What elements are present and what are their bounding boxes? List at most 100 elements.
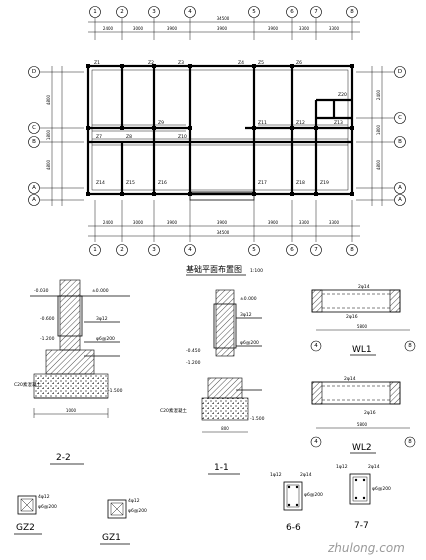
- svg-text:4: 4: [314, 439, 318, 445]
- axis-label: 6: [290, 9, 294, 15]
- axis-label: 7: [314, 9, 318, 15]
- svg-text:5800: 5800: [357, 422, 368, 427]
- foundation-walls: [86, 64, 354, 201]
- svg-text:2φ14: 2φ14: [358, 284, 370, 290]
- column-label: GZ1: [102, 533, 121, 543]
- column-gz2: 4φ12 φ6@200 GZ2: [14, 494, 57, 535]
- bay-dimension: 2400: [103, 26, 114, 31]
- section-label: 6-6: [286, 523, 301, 533]
- svg-text:Z9: Z9: [158, 120, 164, 126]
- svg-text:4: 4: [188, 247, 192, 253]
- svg-text:-1.200: -1.200: [40, 336, 55, 342]
- beam-wl2: 5800 2φ14 2φ16 4 8 WL2: [310, 376, 416, 454]
- svg-text:3φ12: 3φ12: [96, 316, 108, 322]
- svg-text:-1.200: -1.200: [186, 360, 201, 366]
- svg-text:8: 8: [408, 439, 412, 445]
- svg-text:3300: 3300: [299, 220, 310, 225]
- plan-scale: 1:100: [250, 268, 263, 274]
- left-dimension: 4800: [46, 159, 51, 170]
- watermark: zhulong.com: [327, 541, 405, 555]
- axis-label: 1: [93, 9, 97, 15]
- width-dimension: 1000: [66, 408, 77, 413]
- svg-text:Z3: Z3: [178, 60, 184, 66]
- svg-text:34500: 34500: [217, 230, 230, 235]
- svg-text:-1.500: -1.500: [250, 416, 265, 422]
- section-label: 2-2: [56, 453, 71, 463]
- svg-text:3φ12: 3φ12: [240, 312, 252, 318]
- right-axis-bubbles: D C B A A 2400 1800 4800: [356, 66, 406, 206]
- section-2-2: 1000 -0.030 ±0.000 -0.600 -1.200 3φ12 φ6…: [14, 279, 130, 465]
- axis-label: 3: [152, 9, 156, 15]
- section-7-7: 1φ12 2φ14 φ6@200 7-7: [336, 464, 391, 531]
- svg-text:2φ14: 2φ14: [344, 376, 356, 382]
- column-gz1: 4φ12 φ6@200 GZ1: [100, 498, 147, 545]
- svg-text:8: 8: [408, 343, 412, 349]
- svg-text:3900: 3900: [268, 220, 279, 225]
- section-label: 1-1: [214, 463, 229, 473]
- svg-text:Z8: Z8: [126, 134, 132, 140]
- svg-text:Z17: Z17: [258, 180, 267, 186]
- svg-text:5800: 5800: [357, 324, 368, 329]
- svg-text:C20素混凝土: C20素混凝土: [14, 381, 41, 388]
- svg-text:φ6@200: φ6@200: [38, 504, 57, 510]
- svg-text:Z11: Z11: [258, 120, 267, 126]
- axis-label: 2: [120, 9, 124, 15]
- svg-text:Z20: Z20: [338, 92, 347, 98]
- axis-label: A: [398, 185, 402, 191]
- svg-text:Z6: Z6: [296, 60, 302, 66]
- top-dimensions: 34500 2400 3000 3900 3900 3900 3300 3300: [88, 16, 360, 40]
- svg-text:-0.600: -0.600: [40, 316, 55, 322]
- bay-dimension: 3900: [167, 26, 178, 31]
- svg-text:φ6@200: φ6@200: [96, 336, 115, 342]
- axis-label: D: [398, 69, 402, 75]
- svg-text:2: 2: [120, 247, 124, 253]
- svg-text:-1.500: -1.500: [108, 388, 123, 394]
- axis-label: A: [32, 185, 36, 191]
- axis-label: A: [32, 197, 36, 203]
- svg-text:±0.000: ±0.000: [92, 288, 109, 294]
- foundation-plan: 1 2 3 4 5 6 7 8 34500 2400 3000 3900 390…: [28, 6, 406, 276]
- svg-text:φ6@200: φ6@200: [240, 340, 259, 346]
- svg-text:Z1: Z1: [94, 60, 100, 66]
- svg-text:±0.000: ±0.000: [240, 296, 257, 302]
- svg-text:8: 8: [350, 247, 354, 253]
- left-dimension: 4800: [46, 94, 51, 105]
- right-dimension: 4800: [376, 159, 381, 170]
- svg-text:Z7: Z7: [96, 134, 102, 140]
- svg-text:1φ12: 1φ12: [336, 464, 348, 470]
- svg-text:2φ16: 2φ16: [364, 410, 376, 416]
- svg-text:Z4: Z4: [238, 60, 244, 66]
- bay-dimension: 3000: [133, 26, 144, 31]
- bay-dimension: 3900: [217, 26, 228, 31]
- svg-text:Z15: Z15: [126, 180, 135, 186]
- svg-text:7: 7: [314, 247, 318, 253]
- svg-text:4φ12: 4φ12: [128, 498, 140, 504]
- section-6-6: 1φ12 2φ14 φ6@200 6-6: [270, 472, 323, 533]
- svg-text:Z18: Z18: [296, 180, 305, 186]
- svg-text:-0.450: -0.450: [186, 348, 201, 354]
- svg-text:5: 5: [252, 247, 256, 253]
- svg-text:-0.030: -0.030: [34, 288, 49, 294]
- svg-text:Z13: Z13: [334, 120, 343, 126]
- axis-label: B: [32, 139, 36, 145]
- section-1-1: 800 ±0.000 -0.450 -1.200 -1.500 3φ12 φ6@…: [160, 289, 265, 475]
- svg-text:Z19: Z19: [320, 180, 329, 186]
- left-axis-bubbles: D C B A A 4800 1800 4800: [28, 66, 84, 206]
- section-label: 7-7: [354, 521, 369, 531]
- beam-label: WL2: [352, 443, 372, 453]
- axis-label: 5: [252, 9, 256, 15]
- axis-label: 4: [188, 9, 192, 15]
- beam-outlines: [91, 69, 349, 191]
- svg-text:3000: 3000: [133, 220, 144, 225]
- svg-text:φ6@200: φ6@200: [304, 492, 323, 498]
- column-label: GZ2: [16, 523, 35, 533]
- svg-text:C20素混凝土: C20素混凝土: [160, 407, 187, 414]
- svg-text:2φ16: 2φ16: [346, 314, 358, 320]
- svg-text:3900: 3900: [217, 220, 228, 225]
- left-dimension: 1800: [46, 129, 51, 140]
- axis-label: C: [32, 125, 36, 131]
- svg-text:φ6@200: φ6@200: [372, 486, 391, 492]
- svg-text:Z12: Z12: [296, 120, 305, 126]
- plan-title: 基础平面布置图: [186, 264, 242, 274]
- beam-label: WL1: [352, 345, 372, 355]
